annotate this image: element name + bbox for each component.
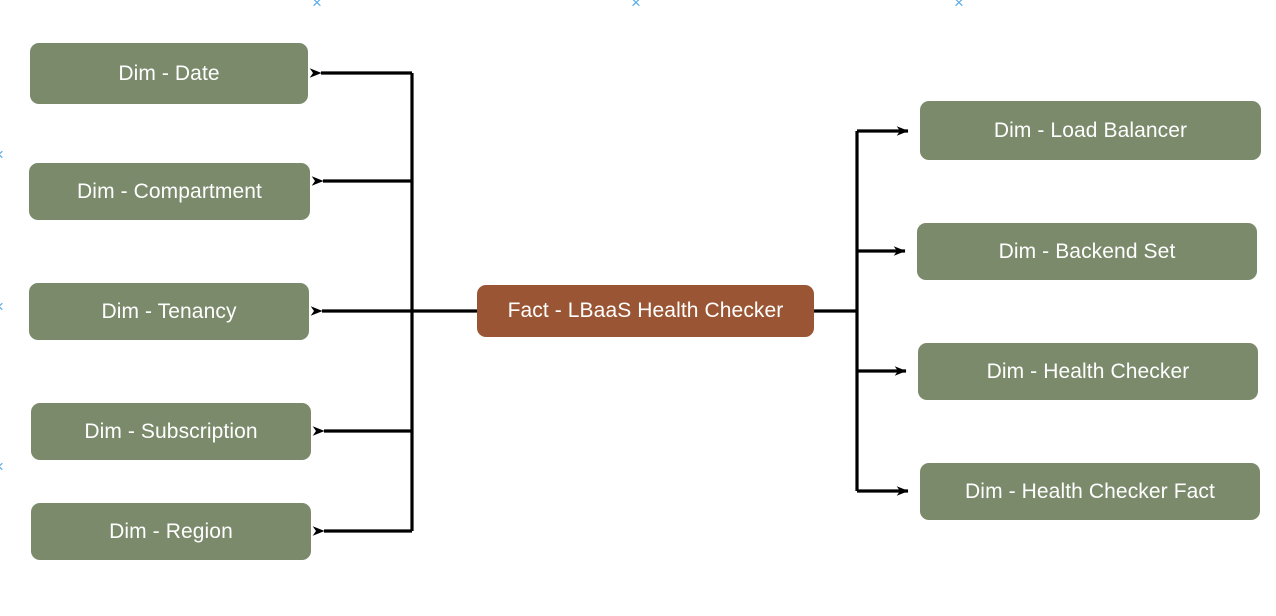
node-label: Dim - Health Checker	[986, 359, 1190, 383]
snap-marker-icon: ×	[631, 0, 641, 12]
node-dim-tenancy[interactable]: Dim - Tenancy	[29, 283, 309, 340]
snap-marker-icon: ×	[954, 0, 964, 12]
node-fact-lbaas-health-checker[interactable]: Fact - LBaaS Health Checker	[477, 285, 814, 337]
node-dim-region[interactable]: Dim - Region	[31, 503, 311, 560]
node-dim-subscription[interactable]: Dim - Subscription	[31, 403, 311, 460]
snap-marker-icon: ×	[0, 146, 4, 163]
node-dim-compartment[interactable]: Dim - Compartment	[29, 163, 310, 220]
snap-marker-icon: ×	[0, 458, 4, 475]
snap-marker-icon: ×	[312, 0, 322, 12]
node-dim-backend-set[interactable]: Dim - Backend Set	[917, 223, 1257, 280]
node-label: Dim - Compartment	[77, 179, 262, 203]
node-label: Dim - Tenancy	[101, 299, 237, 323]
node-label: Fact - LBaaS Health Checker	[507, 299, 784, 323]
node-label: Dim - Date	[118, 61, 220, 85]
node-label: Dim - Health Checker Fact	[965, 479, 1215, 503]
node-dim-date[interactable]: Dim - Date	[30, 43, 308, 104]
snap-marker-icon: ×	[0, 298, 4, 315]
node-label: Dim - Subscription	[84, 419, 258, 443]
node-dim-health-checker-fact[interactable]: Dim - Health Checker Fact	[920, 463, 1260, 520]
node-label: Dim - Backend Set	[998, 239, 1176, 263]
node-label: Dim - Region	[109, 519, 233, 543]
node-dim-load-balancer[interactable]: Dim - Load Balancer	[920, 101, 1261, 160]
node-label: Dim - Load Balancer	[993, 118, 1188, 142]
node-dim-health-checker[interactable]: Dim - Health Checker	[918, 343, 1258, 400]
